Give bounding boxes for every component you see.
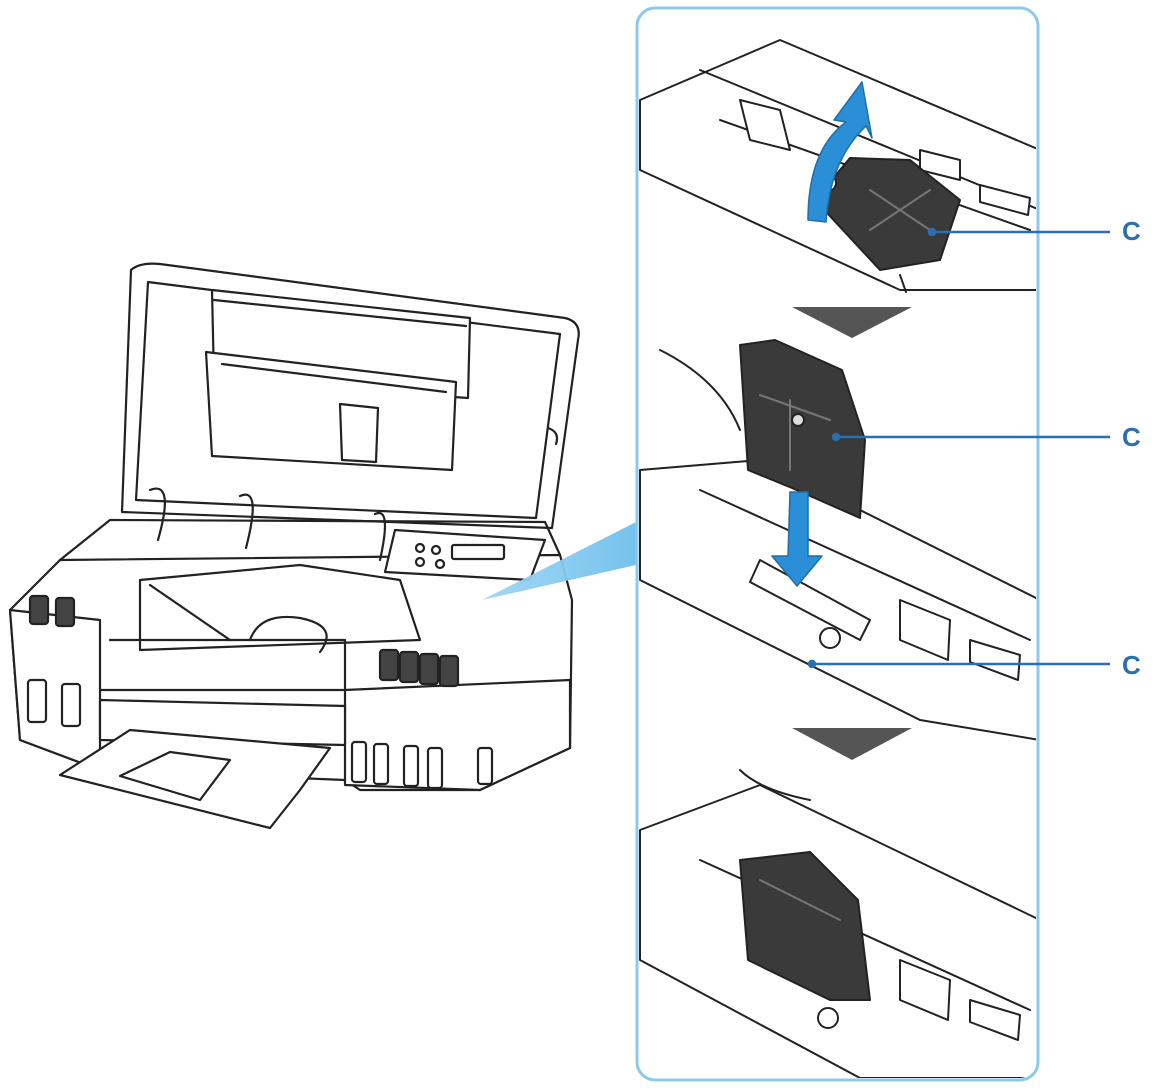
zoom-beam <box>482 522 636 600</box>
rotate-arrow-icon <box>807 81 873 223</box>
joint-cover-raised <box>739 339 866 519</box>
callout-label-c: C <box>1122 422 1141 452</box>
callout-label-c: C <box>1122 216 1141 246</box>
next-step-triangle <box>792 307 912 338</box>
next-step-triangle <box>792 728 912 760</box>
step-2-lower-cover <box>639 339 1036 741</box>
step-3-closed-cover <box>639 769 1036 1078</box>
callout-label-c: C <box>1122 650 1141 680</box>
down-arrow-icon <box>771 491 823 587</box>
step-1-open-cover <box>639 39 1036 293</box>
printer-illustration <box>8 262 580 830</box>
joint-cover-closed <box>739 851 871 1001</box>
joint-cover-open <box>814 157 961 271</box>
